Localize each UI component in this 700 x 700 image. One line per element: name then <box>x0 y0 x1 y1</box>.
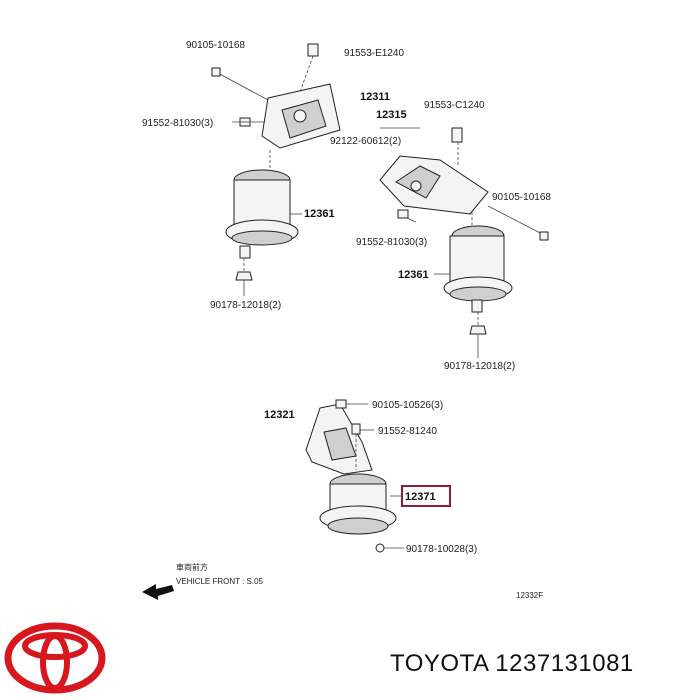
label-nut: 90178-12018(2) <box>210 300 281 311</box>
label-nut: 90178-12018(2) <box>444 361 515 372</box>
bolt-head <box>307 43 319 57</box>
right-bracket-assembly <box>379 127 549 358</box>
bolt-head <box>211 67 221 77</box>
vehicle-front-arrow <box>142 584 174 600</box>
label-vehicle-front: VEHICLE FRONT : S.05 <box>176 577 264 586</box>
toyota-logo-icon <box>4 622 106 694</box>
label-part: 12361 <box>304 208 335 220</box>
label-bolt: 91552-81030(3) <box>356 237 427 248</box>
left-bracket-assembly <box>211 43 341 296</box>
rear-mount-assembly <box>305 399 404 553</box>
label-bolt: 91552-81030(3) <box>142 118 213 129</box>
brand-part-number: TOYOTA 1237131081 <box>390 650 634 677</box>
label-part: 12361 <box>398 269 429 281</box>
label-bolt: 91553-C1240 <box>424 100 485 111</box>
label-bolt: 90105-10168 <box>492 192 551 203</box>
label-part: 12311 <box>360 91 390 103</box>
label-part: 12315 <box>376 109 407 121</box>
label-part: 12321 <box>264 409 295 421</box>
label-front-jp: 車両前方 <box>176 562 208 572</box>
label-bolt: 90105-10526(3) <box>372 400 443 411</box>
parts-diagram: 90105-10168 91553-E1240 91552-81030(3) 1… <box>142 40 551 600</box>
highlight-box <box>401 485 451 507</box>
label-part-highlighted: 12371 <box>405 491 436 503</box>
label-bolt: 91552-81240 <box>378 426 437 437</box>
label-bolt: 90105-10168 <box>186 40 245 51</box>
label-bolt: 92122-60612(2) <box>330 136 401 147</box>
nut <box>235 271 253 281</box>
label-bolt: 91553-E1240 <box>344 48 404 59</box>
label-nut: 90178-10028(3) <box>406 544 477 555</box>
label-diagram-code: 12332F <box>516 591 543 600</box>
engine-mount-right <box>449 235 505 285</box>
